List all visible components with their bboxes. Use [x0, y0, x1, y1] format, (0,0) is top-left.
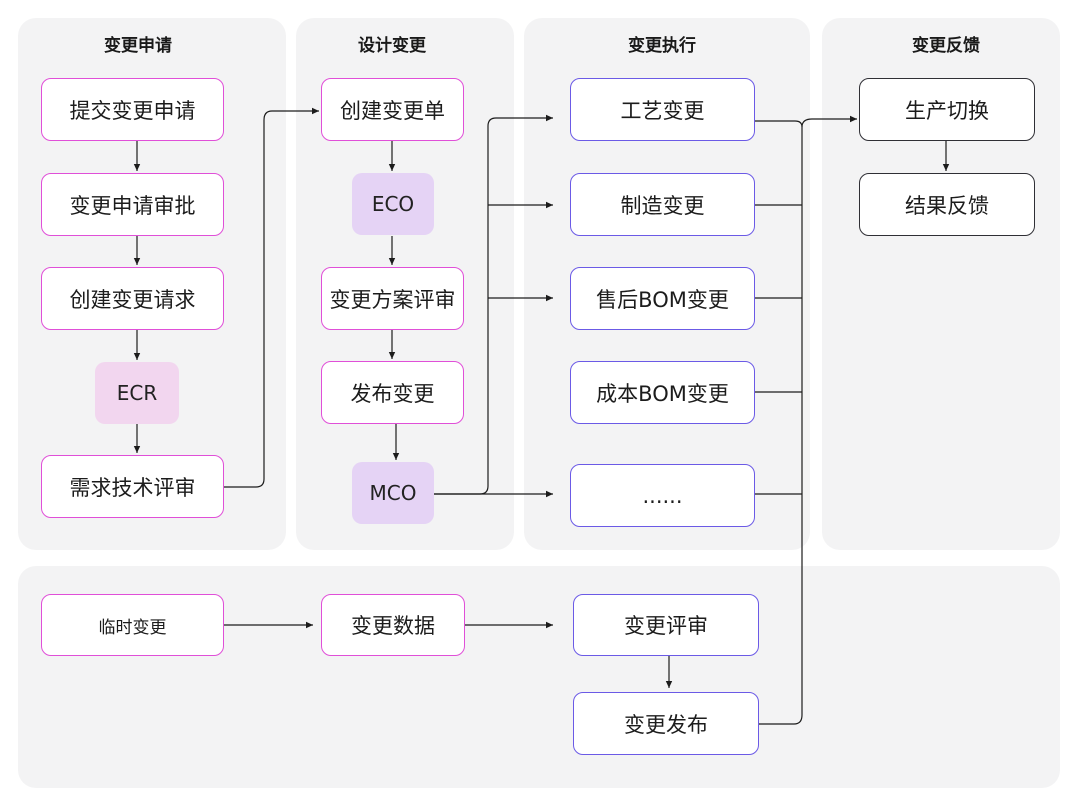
exec-manufacturing-change: 制造变更: [570, 173, 755, 236]
column-title-design: 设计变更: [358, 36, 426, 56]
arrow-review-to-design: [224, 107, 319, 488]
step-change-request-approval: 变更申请审批: [41, 173, 224, 236]
exec-aftersales-bom-change: 售后BOM变更: [570, 267, 755, 330]
temp-change-release: 变更发布: [573, 692, 759, 755]
arrow-execution-to-feedback: [755, 120, 803, 725]
column-title-request: 变更申请: [104, 36, 172, 56]
feedback-result: 结果反馈: [859, 173, 1035, 236]
feedback-production-switch: 生产切换: [859, 78, 1035, 141]
tag-eco: ECO: [352, 173, 434, 235]
column-title-execute: 变更执行: [628, 36, 696, 56]
arrow-to-production-switch: [801, 115, 857, 128]
tag-mco: MCO: [352, 462, 434, 524]
step-technical-review: 需求技术评审: [41, 455, 224, 518]
temp-change-start: 临时变更: [41, 594, 224, 656]
exec-more: ......: [570, 464, 755, 527]
step-release-change: 发布变更: [321, 361, 464, 424]
step-change-plan-review: 变更方案评审: [321, 267, 464, 330]
step-create-change-order: 创建变更单: [321, 78, 464, 141]
step-submit-change-request: 提交变更申请: [41, 78, 224, 141]
exec-cost-bom-change: 成本BOM变更: [570, 361, 755, 424]
temp-change-review: 变更评审: [573, 594, 759, 656]
exec-process-change: 工艺变更: [570, 78, 755, 141]
step-create-change-request: 创建变更请求: [41, 267, 224, 330]
tag-ecr: ECR: [95, 362, 179, 424]
temp-change-data: 变更数据: [321, 594, 465, 656]
column-title-feedback: 变更反馈: [912, 36, 980, 56]
